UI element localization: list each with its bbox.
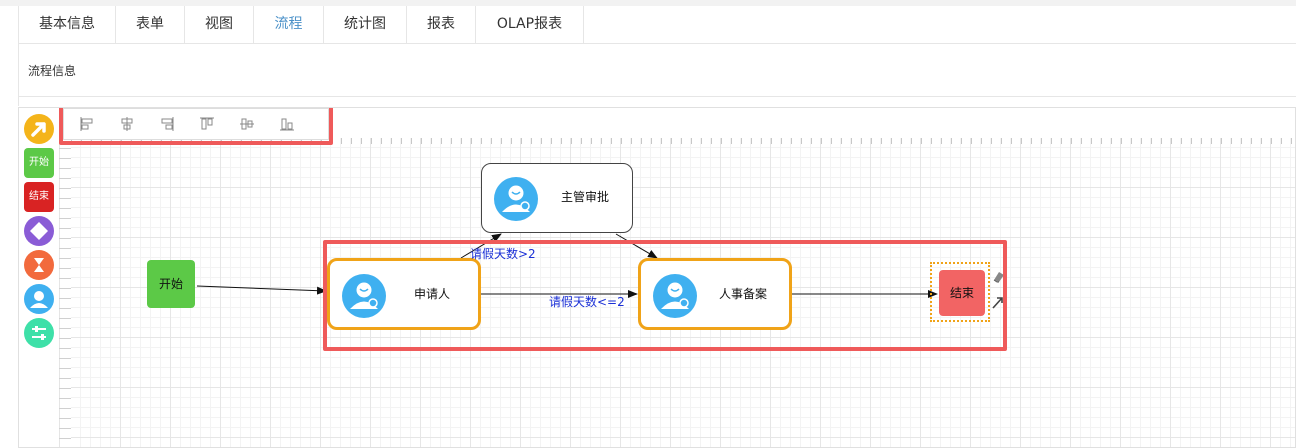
left-border xyxy=(18,6,19,106)
node-label: 主管审批 xyxy=(560,190,609,204)
end-node[interactable]: 结束 xyxy=(939,270,985,316)
section-title: 流程信息 xyxy=(28,64,77,78)
user-task-icon[interactable] xyxy=(24,284,54,314)
node-label: 人事备案 xyxy=(718,287,767,301)
manager-approval-node[interactable]: 主管审批 xyxy=(481,163,633,233)
align-center-icon[interactable] xyxy=(118,115,136,133)
align-left-icon[interactable] xyxy=(78,115,96,133)
sliders-icon[interactable] xyxy=(24,318,54,348)
tab-chart[interactable]: 统计图 xyxy=(324,6,407,43)
tab-view[interactable]: 视图 xyxy=(185,6,254,43)
tab-form[interactable]: 表单 xyxy=(116,6,185,43)
end-node-tool[interactable]: 结束 xyxy=(24,182,54,212)
edge-layer xyxy=(196,233,938,298)
divider xyxy=(18,96,1296,97)
end-node-selection-frame xyxy=(930,262,990,322)
align-top-icon[interactable] xyxy=(198,115,216,133)
start-node[interactable]: 开始 xyxy=(147,260,195,308)
align-bottom-icon[interactable] xyxy=(278,115,296,133)
edge-label-leave-le-2: 请假天数<=2 xyxy=(549,295,625,309)
tab-olap-report[interactable]: OLAP报表 xyxy=(476,6,584,43)
workflow-editor: 开始 结束 xyxy=(18,107,1296,448)
user-avatar-icon xyxy=(494,177,538,221)
edge-label-leave-gt-2: 请假天数>2 xyxy=(470,247,536,261)
highlight-task-nodes xyxy=(323,240,1007,351)
align-toolbar xyxy=(63,108,329,140)
tab-bar: 基本信息 表单 视图 流程 统计图 报表 OLAP报表 xyxy=(19,6,1296,44)
tab-report[interactable]: 报表 xyxy=(407,6,476,43)
tab-workflow[interactable]: 流程 xyxy=(254,6,324,43)
connect-arrow-icon[interactable] xyxy=(991,294,1005,310)
edge-manager-to-hr xyxy=(615,233,658,259)
gateway-diamond-icon[interactable] xyxy=(24,216,54,246)
applicant-node[interactable]: 申请人 xyxy=(327,258,481,330)
timer-hourglass-icon[interactable] xyxy=(24,250,54,280)
eraser-icon[interactable] xyxy=(991,268,1005,283)
ruler-top xyxy=(71,138,1295,144)
edge-start-to-applicant xyxy=(196,285,327,295)
align-middle-icon[interactable] xyxy=(238,115,256,133)
start-node-tool[interactable]: 开始 xyxy=(24,148,54,178)
node-palette: 开始 结束 xyxy=(19,108,60,447)
connector-arrow-icon[interactable] xyxy=(24,114,54,144)
hr-record-node[interactable]: 人事备案 xyxy=(638,258,792,330)
node-label: 申请人 xyxy=(413,287,450,301)
ruler-left xyxy=(59,138,71,447)
tab-basic-info[interactable]: 基本信息 xyxy=(19,6,116,43)
edge-applicant-to-manager xyxy=(460,233,502,259)
top-strip xyxy=(0,0,1296,6)
user-avatar-icon xyxy=(342,274,386,318)
highlight-align-toolbar xyxy=(59,108,333,145)
align-right-icon[interactable] xyxy=(158,115,176,133)
user-avatar-icon xyxy=(653,274,697,318)
